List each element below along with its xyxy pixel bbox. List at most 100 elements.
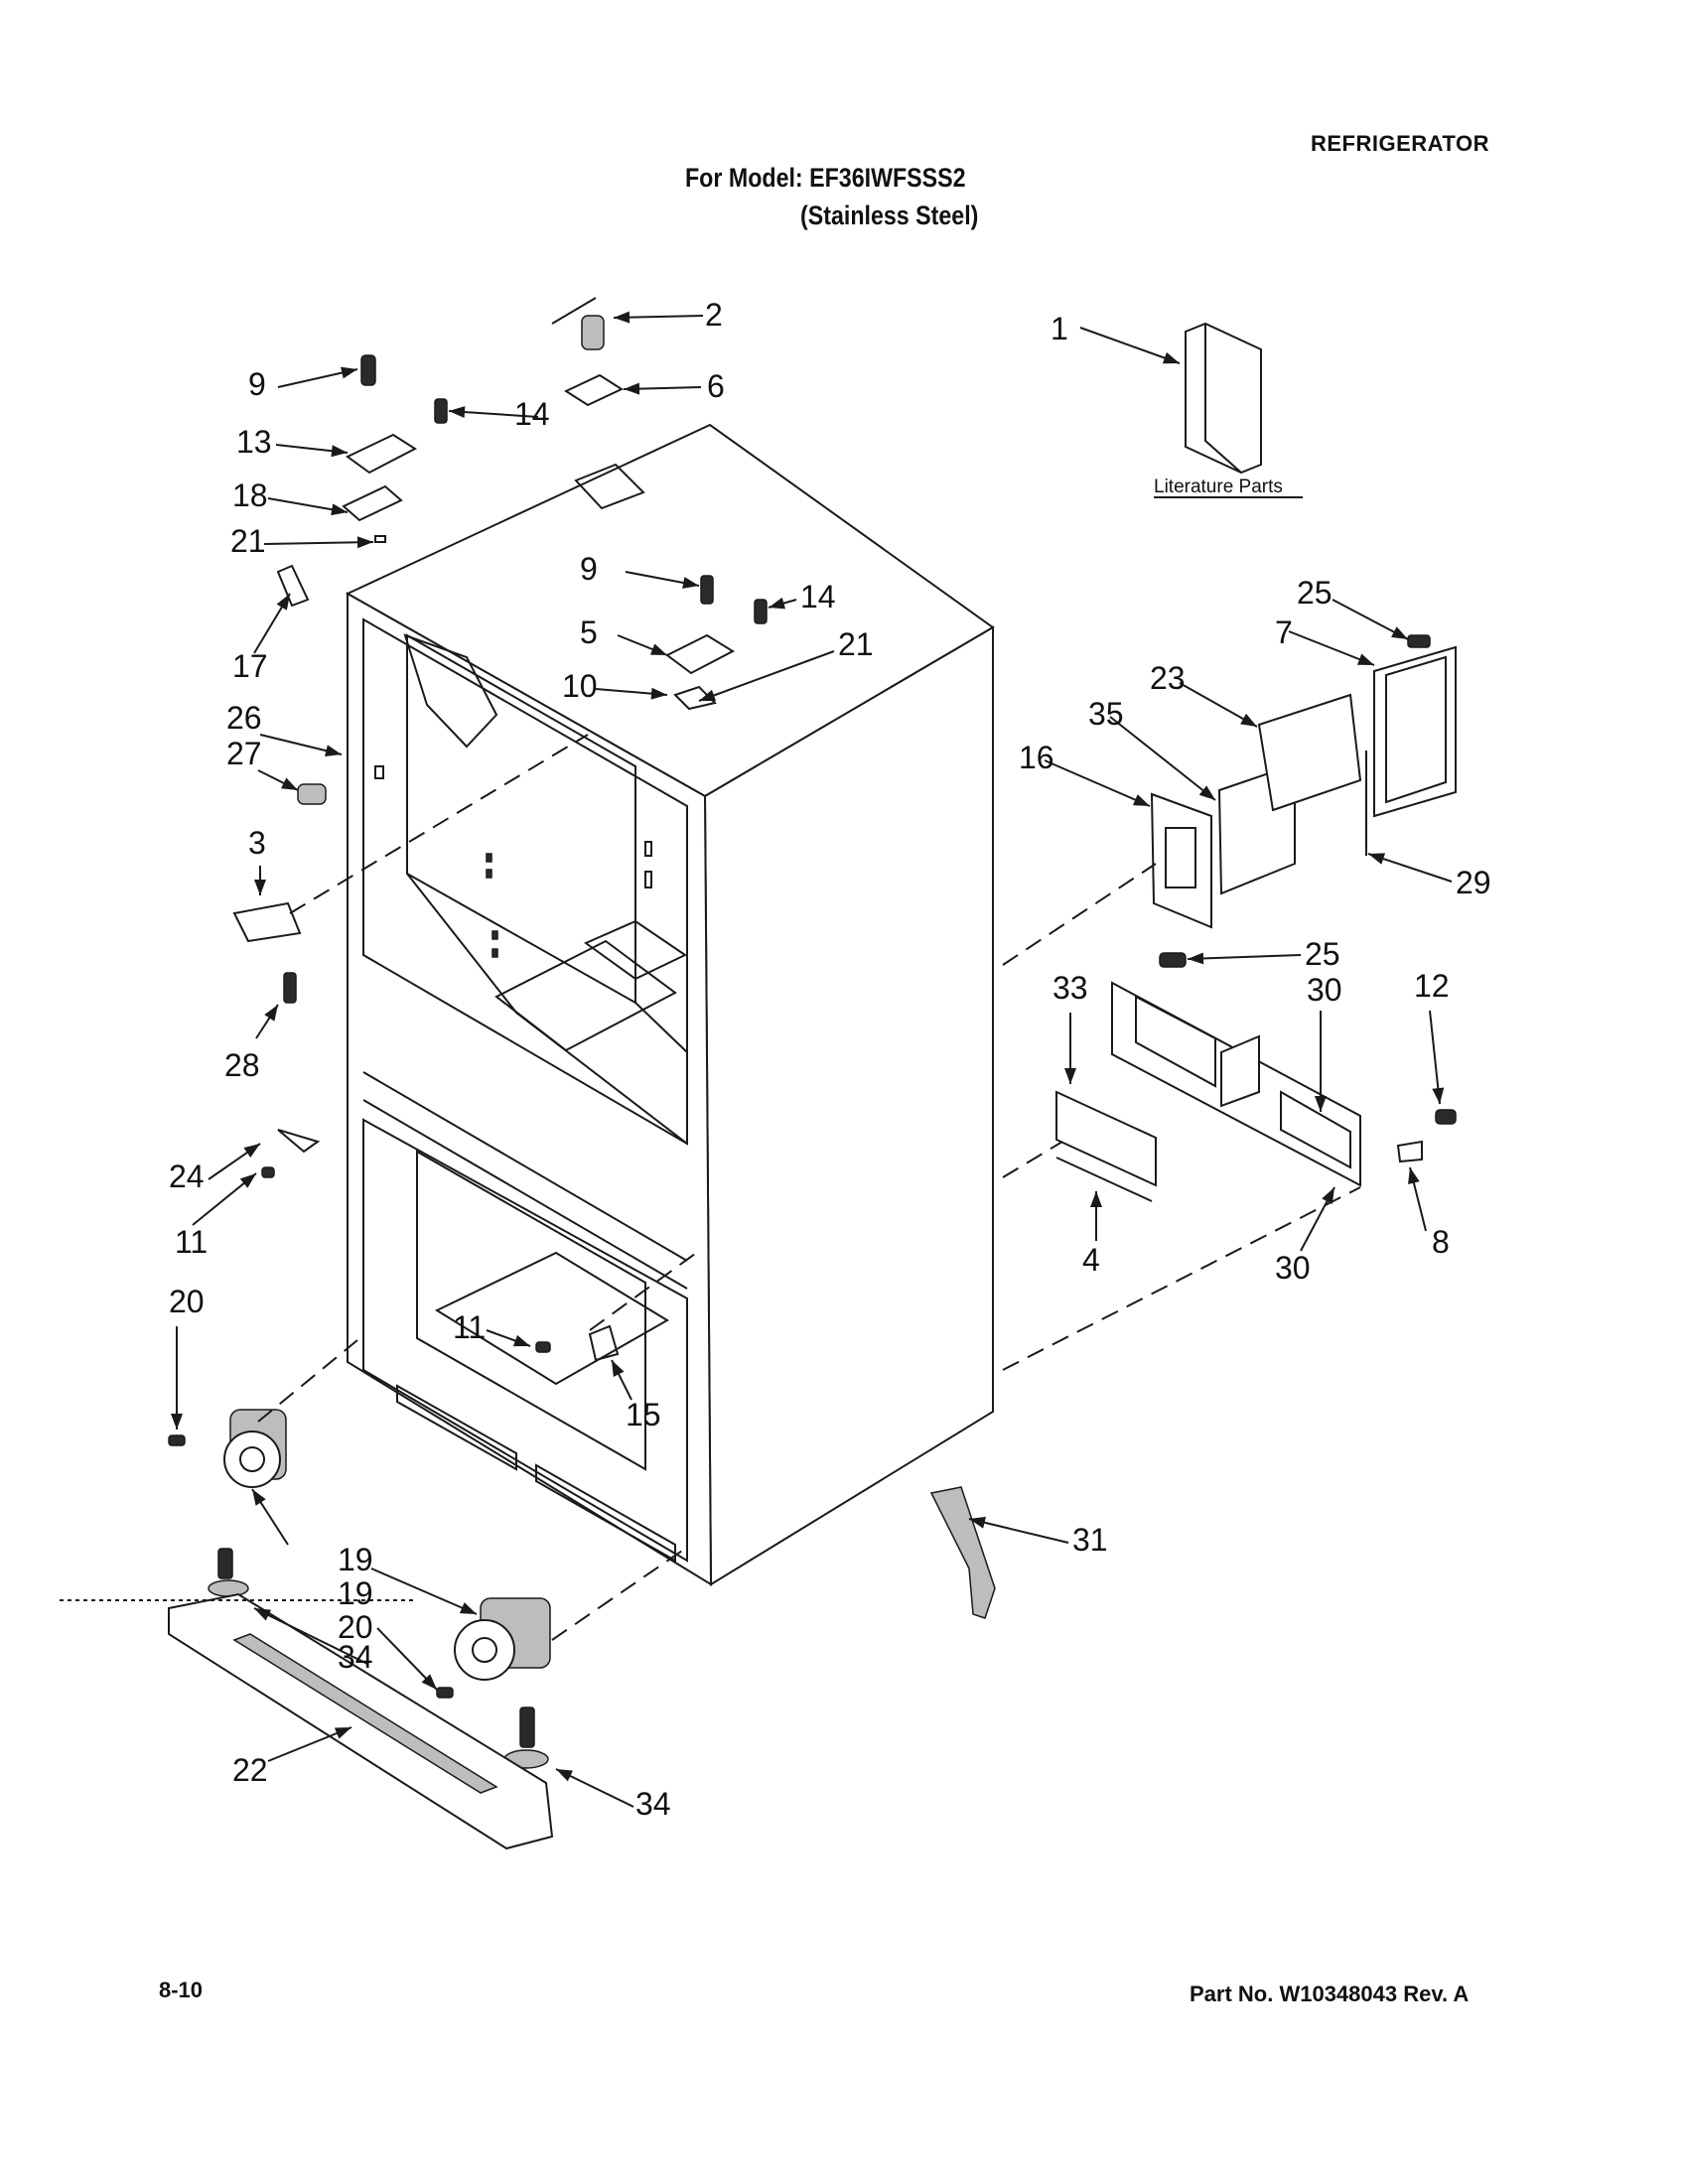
leader-arrowhead xyxy=(1064,1068,1076,1084)
leader-arrowhead xyxy=(243,1144,260,1159)
callout-14b: 14 xyxy=(800,579,836,614)
callout-19b: 19 xyxy=(338,1575,373,1611)
cabinet-front-frame xyxy=(347,592,713,1586)
leader-arrowhead xyxy=(1240,713,1257,727)
literature-booklet xyxy=(1185,322,1262,475)
leader-arrowhead xyxy=(449,406,466,419)
callout-31: 31 xyxy=(1072,1522,1108,1558)
callout-5: 5 xyxy=(580,614,598,650)
leader-arrowhead xyxy=(512,1334,530,1347)
callout-9a: 9 xyxy=(248,366,266,402)
leader-arrowhead xyxy=(1162,351,1180,364)
leader-arrowhead xyxy=(614,311,631,324)
assembly-guides xyxy=(60,734,1361,1641)
callout-34b: 34 xyxy=(635,1786,671,1822)
callout-3: 3 xyxy=(248,825,266,861)
leader-arrowhead xyxy=(331,503,348,516)
callout-25b: 25 xyxy=(1305,936,1340,972)
leader-arrowhead xyxy=(1368,853,1386,865)
callout-24: 24 xyxy=(169,1159,205,1194)
leader-arrowhead xyxy=(769,597,786,610)
product-heading: REFRIGERATOR xyxy=(1311,131,1489,156)
part-number: Part No. W10348043 Rev. A xyxy=(1190,1981,1470,2006)
leader-arrowhead xyxy=(612,1360,625,1377)
callout-30b: 30 xyxy=(1275,1250,1311,1286)
callout-28: 28 xyxy=(224,1047,260,1083)
literature-caption: Literature Parts xyxy=(1154,477,1283,497)
callout-14a: 14 xyxy=(514,396,550,432)
cabinet-illustration xyxy=(345,423,995,1586)
leader-arrowhead xyxy=(171,1414,183,1430)
leader-line xyxy=(370,1568,478,1615)
leader-arrowhead xyxy=(969,1516,986,1529)
leader-arrowhead xyxy=(356,536,373,549)
leader-arrowhead xyxy=(1188,952,1204,965)
leader-arrowhead xyxy=(1315,1096,1327,1112)
callout-26: 26 xyxy=(226,700,262,736)
leader-arrowhead xyxy=(421,1674,437,1690)
leader-arrowhead xyxy=(252,1489,266,1506)
leader-arrowhead xyxy=(331,445,348,458)
leader-arrowhead xyxy=(682,577,699,589)
callout-7: 7 xyxy=(1275,614,1293,650)
roller-assembly-left xyxy=(168,1409,287,1597)
leader-arrowhead xyxy=(264,1005,278,1022)
callout-34a: 34 xyxy=(338,1639,373,1675)
callout-11a: 11 xyxy=(175,1224,208,1260)
leader-arrowhead xyxy=(650,687,667,700)
callout-16: 16 xyxy=(1019,740,1054,775)
leader-arrowhead xyxy=(1391,626,1408,639)
callout-18: 18 xyxy=(232,478,268,513)
base-grille xyxy=(168,1592,554,1850)
leader-arrowhead xyxy=(1132,794,1150,806)
callout-27: 27 xyxy=(226,736,262,771)
cabinet-side-face xyxy=(703,625,994,1586)
callout-4: 4 xyxy=(1082,1242,1100,1278)
date-code: 8-10 xyxy=(159,1978,204,2002)
callout-2: 2 xyxy=(705,297,723,333)
callout-23: 23 xyxy=(1150,660,1186,696)
callout-11b: 11 xyxy=(453,1309,486,1345)
callout-19a: 19 xyxy=(338,1542,373,1577)
callout-numbers: 1 2 3 4 5 6 7 8 9 9 10 11 11 12 13 14 14… xyxy=(169,297,1491,1822)
callout-17: 17 xyxy=(232,648,268,684)
leader-arrowhead xyxy=(1090,1191,1102,1207)
leader-arrowhead xyxy=(624,382,640,395)
roller-assembly-right xyxy=(436,1597,551,1769)
leader-arrowhead xyxy=(1432,1087,1445,1104)
variant-heading: (Stainless Steel) xyxy=(800,201,979,230)
leader-arrowhead xyxy=(699,689,717,702)
leader-line xyxy=(1044,759,1151,807)
leader-arrowhead xyxy=(459,1602,477,1614)
leader-arrowhead xyxy=(325,745,342,757)
callout-33: 33 xyxy=(1052,970,1088,1006)
model-heading: For Model: EF36IWFSSS2 xyxy=(685,163,966,193)
leader-arrowhead xyxy=(334,1727,351,1739)
leader-line xyxy=(263,541,374,545)
leader-arrowhead xyxy=(254,880,266,895)
callout-13: 13 xyxy=(236,424,272,460)
leader-arrowhead xyxy=(1356,653,1374,665)
callout-9b: 9 xyxy=(580,551,598,587)
leader-arrowhead xyxy=(556,1769,574,1782)
callout-8: 8 xyxy=(1432,1224,1450,1260)
callout-12: 12 xyxy=(1414,968,1450,1004)
leader-arrowhead xyxy=(1408,1167,1420,1184)
callout-1: 1 xyxy=(1051,311,1068,346)
leader-arrowhead xyxy=(281,777,298,790)
leader-line xyxy=(1109,716,1216,801)
leader-arrowhead xyxy=(1322,1187,1334,1204)
callout-15: 15 xyxy=(626,1397,661,1433)
leader-arrowhead xyxy=(1198,785,1215,800)
callout-22: 22 xyxy=(232,1752,268,1788)
leader-arrowhead xyxy=(341,366,357,379)
callout-21a: 21 xyxy=(230,523,266,559)
leader-arrowhead xyxy=(649,643,667,655)
callout-30a: 30 xyxy=(1307,972,1342,1008)
callout-6: 6 xyxy=(707,368,725,404)
callout-20a: 20 xyxy=(169,1284,205,1319)
callout-29: 29 xyxy=(1456,865,1491,900)
leader-line xyxy=(1079,327,1181,364)
